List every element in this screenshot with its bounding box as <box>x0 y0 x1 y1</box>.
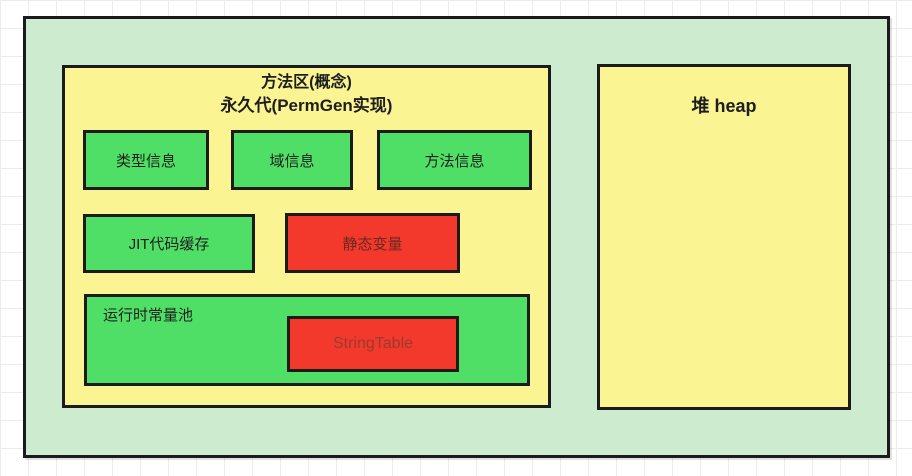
heap-box <box>597 64 851 410</box>
field-info-box: 域信息 <box>231 130 353 190</box>
method-area-title: 方法区(概念) 永久代(PermGen实现) <box>62 71 551 117</box>
jit-code-cache-box: JIT代码缓存 <box>83 214 255 273</box>
permgen-title-line2: 永久代(PermGen实现) <box>220 96 393 115</box>
method-area-title-line1: 方法区(概念) <box>261 74 352 91</box>
runtime-constant-pool-label: 运行时常量池 <box>103 307 194 324</box>
type-info-box: 类型信息 <box>83 130 209 190</box>
runtime-constant-pool-box: 运行时常量池 StringTable <box>84 294 530 386</box>
method-info-box: 方法信息 <box>377 130 532 190</box>
static-variables-box: 静态变量 <box>285 213 460 273</box>
heap-title: 堆 heap <box>691 96 757 116</box>
string-table-box: StringTable <box>287 316 459 372</box>
